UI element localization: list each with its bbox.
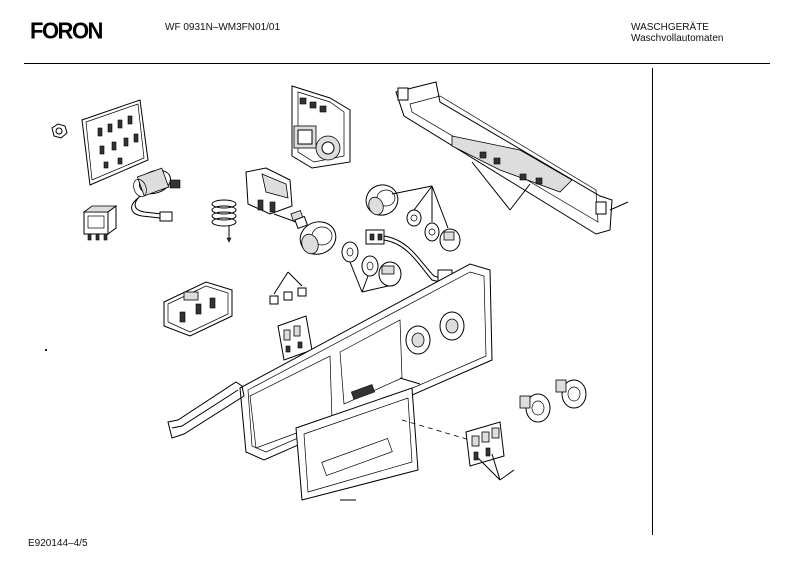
relay-part <box>82 205 118 241</box>
drawer-front-part <box>295 387 419 501</box>
category-subtitle: Waschvollautomaten <box>631 33 724 44</box>
dial-cluster-part <box>391 185 461 252</box>
key-switch-part <box>401 419 515 481</box>
spring-part <box>211 199 237 243</box>
brand-logo: FORON <box>30 17 103 44</box>
clip-parts <box>269 271 307 305</box>
door-switch-part <box>245 167 297 223</box>
nut-part <box>51 123 68 139</box>
control-panel-bracket-part <box>395 81 629 235</box>
dial-lower-part <box>341 241 402 293</box>
pcb-board-part <box>81 99 149 186</box>
knob-large-part <box>299 221 337 255</box>
programmer-unit-part <box>291 85 351 169</box>
shaft-part <box>290 210 309 230</box>
potentiometer-part <box>365 229 453 283</box>
motor-part <box>131 167 181 222</box>
model-number: WF 0931N–WM3FN01/01 <box>165 22 281 33</box>
front-panel-part <box>239 263 493 461</box>
parts-list-divider <box>652 68 653 535</box>
category-title: WASCHGERÄTE <box>631 22 709 33</box>
document-id: E920144–4/5 <box>28 538 88 549</box>
electronic-module-part <box>163 281 233 337</box>
push-button-part <box>519 379 587 423</box>
handle-rod-part <box>167 381 245 439</box>
knob-top-part <box>365 184 399 216</box>
header-rule <box>24 63 770 64</box>
